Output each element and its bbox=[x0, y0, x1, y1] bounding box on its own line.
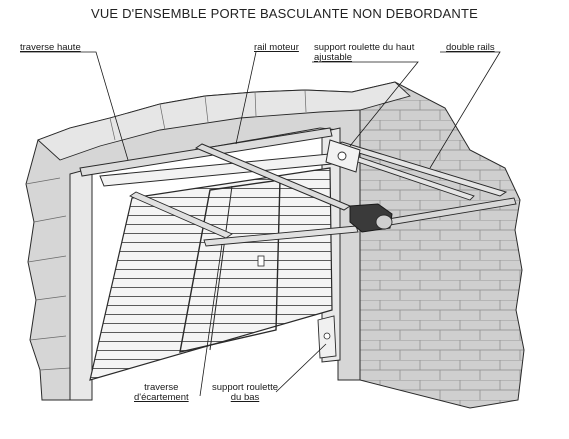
top-roller-icon bbox=[337, 151, 347, 161]
label-support-bas-line2: du bas bbox=[230, 392, 260, 403]
door-panel bbox=[89, 151, 353, 381]
rail-system bbox=[129, 139, 517, 247]
label-traverse-ecartement: traverse d'écartement bbox=[134, 383, 189, 403]
label-support-roulette-bas: support roulette du bas bbox=[212, 383, 278, 403]
wicket-door bbox=[179, 179, 281, 353]
left-post bbox=[69, 167, 93, 401]
label-traverse-haute-text: traverse haute bbox=[20, 42, 81, 53]
door-handle-icon bbox=[257, 255, 265, 267]
label-support-roulette-haut: support roulette du haut ajustable bbox=[314, 43, 414, 63]
label-traverse-ecart-line1: traverse bbox=[144, 382, 179, 393]
leader-support-bas bbox=[275, 343, 327, 393]
leader-double-rails bbox=[429, 51, 501, 169]
label-double-rails: double rails bbox=[446, 43, 495, 53]
wall-side-brick bbox=[350, 81, 525, 409]
wall-top-stones bbox=[37, 81, 411, 161]
spreader-bar-lower bbox=[203, 225, 359, 247]
label-traverse-haute: traverse haute bbox=[20, 43, 81, 53]
leader-traverse-ecart bbox=[199, 243, 223, 397]
label-rail-moteur: rail moteur bbox=[254, 43, 299, 53]
leader-rail-moteur bbox=[235, 51, 257, 145]
leader-traverse-haute bbox=[20, 51, 129, 161]
label-double-rails-text: double rails bbox=[446, 42, 495, 53]
motor-cover bbox=[375, 214, 393, 230]
spreader-bar bbox=[129, 191, 233, 239]
label-support-bas-line1: support roulette bbox=[212, 382, 279, 393]
label-support-haut-line1: support roulette du haut bbox=[314, 42, 415, 53]
bottom-roller-icon bbox=[323, 332, 331, 340]
label-support-haut-line2: ajustable bbox=[314, 52, 353, 63]
diagram-title: VUE D'ENSEMBLE PORTE BASCULANTE NON DEBO… bbox=[90, 6, 479, 21]
door-stiffener bbox=[209, 185, 233, 351]
label-rail-moteur-text: rail moteur bbox=[254, 42, 299, 53]
label-traverse-ecart-line2: d'écartement bbox=[134, 392, 189, 403]
leader-lines bbox=[20, 51, 501, 397]
door-panel-face bbox=[89, 167, 333, 381]
leader-support-haut bbox=[312, 61, 419, 147]
